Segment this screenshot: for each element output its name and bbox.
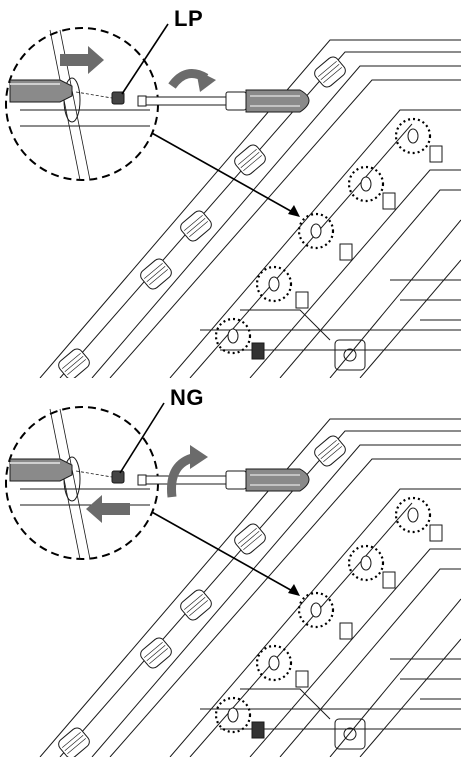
- detail-circle: [5, 27, 159, 181]
- orifice-tool: [9, 458, 73, 482]
- direction-arrow-icon: [60, 46, 104, 74]
- rotation-arrow-icon: [167, 445, 208, 498]
- control-knobs: [58, 56, 346, 378]
- screwdriver-icon: [137, 468, 310, 492]
- control-knobs: [58, 435, 346, 757]
- detail-circle: [5, 406, 159, 560]
- valve-brackets: [251, 524, 443, 739]
- grill-illustration-ng: [5, 402, 461, 757]
- panel-ng: NG: [0, 379, 461, 757]
- panel-label-ng: NG: [170, 385, 204, 410]
- orifice-marker-5: [214, 696, 252, 734]
- valve-brackets: [251, 145, 443, 360]
- orifice-marker-3: [297, 212, 335, 250]
- orifice-marker-4: [255, 265, 293, 303]
- orifice-part: [111, 470, 125, 484]
- orifice-marker-4: [255, 644, 293, 682]
- gas-orifice-icon: [227, 507, 419, 723]
- orifice-marker-5: [214, 317, 252, 355]
- orifice-marker-2: [347, 544, 385, 582]
- orifice-markers: [214, 117, 432, 355]
- orifice-marker-3: [297, 591, 335, 629]
- pointer-arrow: [149, 510, 300, 596]
- screwdriver-icon: [137, 89, 310, 113]
- orifice-marker-1: [394, 117, 432, 155]
- callout-line: [121, 23, 169, 95]
- orifice-marker-2: [347, 165, 385, 203]
- orifice-tool: [9, 79, 73, 103]
- pointer-arrow: [149, 131, 300, 217]
- direction-arrow-icon: [86, 495, 130, 523]
- gas-orifice-icon: [227, 128, 419, 344]
- orifice-part: [111, 91, 125, 105]
- orifice-marker-1: [394, 496, 432, 534]
- panel-lp: LP: [0, 0, 461, 378]
- orifice-markers: [214, 496, 432, 734]
- panel-label-lp: LP: [174, 6, 204, 31]
- rotation-arrow-icon: [168, 69, 216, 92]
- callout-line: [119, 402, 165, 474]
- grill-illustration-lp: [5, 23, 461, 378]
